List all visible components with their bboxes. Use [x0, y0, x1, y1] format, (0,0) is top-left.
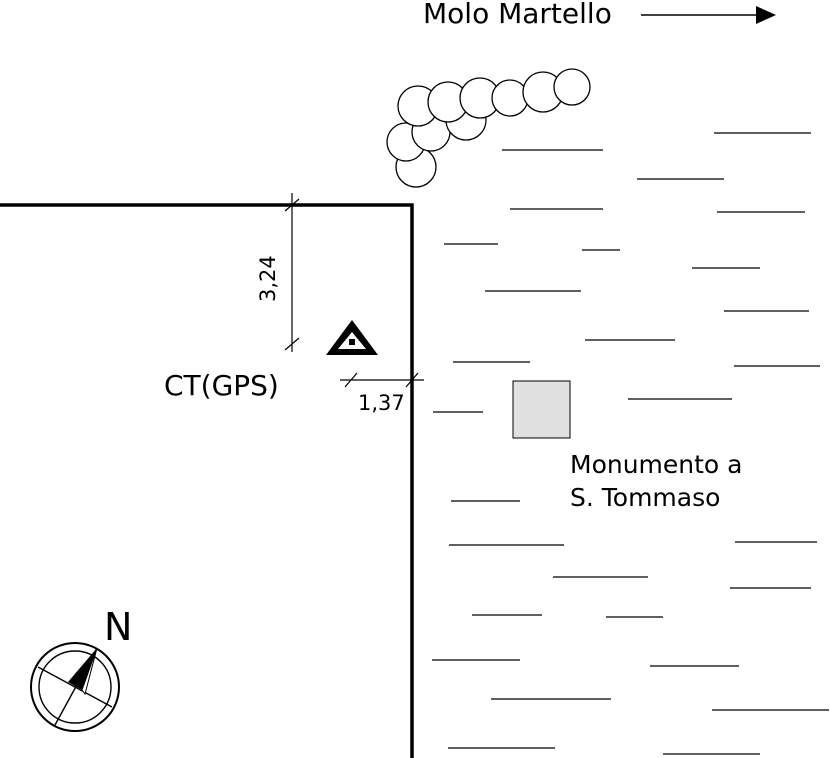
vertical-dimension-label: 3,24	[256, 255, 280, 302]
vertical-dimension-line	[284, 193, 300, 352]
monument-label-line2: S. Tommaso	[570, 483, 721, 512]
paving-hatch	[432, 132, 829, 755]
survey-station-triangle-icon	[326, 320, 378, 355]
building-outline	[0, 203, 414, 758]
square-monument-icon	[512, 380, 571, 439]
destination-label: Molo Martello	[423, 0, 612, 30]
compass-rose-icon	[30, 642, 120, 732]
north-label: N	[104, 605, 133, 649]
arrow-right-icon	[641, 6, 776, 24]
horizontal-dimension-label: 1,37	[358, 391, 405, 415]
monument-label: Monumento a S. Tommaso	[570, 448, 743, 514]
station-label: CT(GPS)	[164, 369, 279, 402]
monument-label-line1: Monumento a	[570, 450, 743, 479]
breakwater-rocks	[386, 68, 591, 188]
horizontal-dimension-line	[340, 372, 424, 388]
